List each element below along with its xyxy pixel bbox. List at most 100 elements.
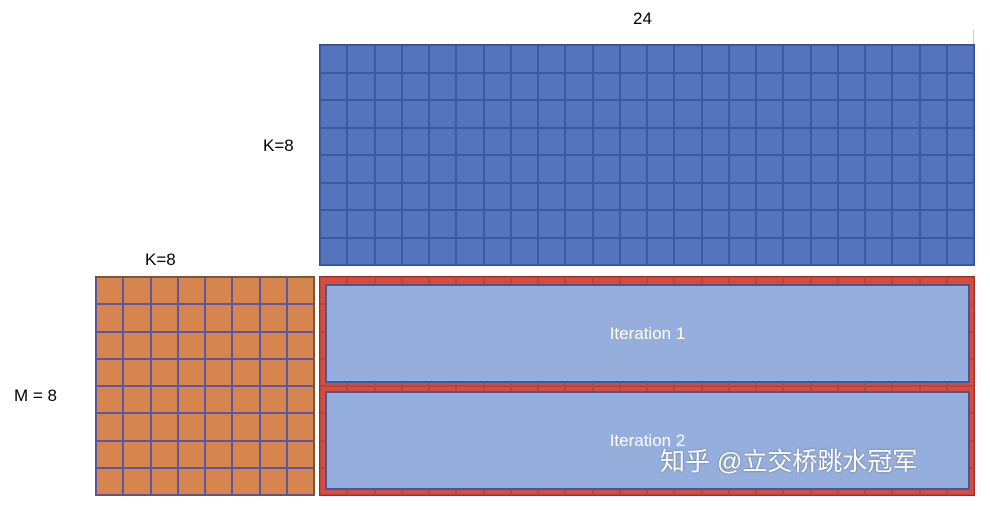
blue-matrix-cell (728, 72, 756, 100)
blue-matrix-cell (728, 182, 756, 210)
blue-matrix-cell (837, 100, 865, 128)
blue-matrix-cell (919, 182, 947, 210)
blue-matrix-cell (946, 182, 974, 210)
blue-matrix-cell (374, 155, 402, 183)
blue-matrix-cell (756, 210, 784, 238)
blue-matrix-cell (320, 45, 348, 73)
blue-matrix-cell (483, 210, 511, 238)
blue-matrix-cell (619, 72, 647, 100)
orange-matrix-cell (177, 358, 205, 386)
orange-matrix-cell (205, 386, 233, 414)
blue-matrix-cell (510, 45, 538, 73)
blue-matrix-cell (483, 237, 511, 265)
blue-matrix-cell (810, 182, 838, 210)
blue-matrix-cell (756, 72, 784, 100)
orange-matrix-cell (286, 440, 314, 468)
blue-matrix-cell (919, 237, 947, 265)
blue-matrix-cell (756, 45, 784, 73)
blue-matrix-cell (320, 210, 348, 238)
blue-matrix-cell (728, 100, 756, 128)
blue-matrix-cell (374, 127, 402, 155)
blue-matrix-cell (946, 155, 974, 183)
blue-matrix-cell (456, 237, 484, 265)
blue-matrix-cell (810, 45, 838, 73)
top-width-label: 24 (633, 9, 652, 28)
blue-matrix-cell (837, 237, 865, 265)
blue-matrix-cell (701, 237, 729, 265)
blue-matrix-cell (701, 182, 729, 210)
blue-matrix-cell (892, 155, 920, 183)
blue-matrix-cell (647, 155, 675, 183)
orange-matrix-cell (232, 304, 260, 332)
orange-matrix-cell (150, 304, 178, 332)
blue-matrix-cell (865, 127, 893, 155)
blue-matrix-cell (892, 45, 920, 73)
blue-matrix-cell (647, 72, 675, 100)
blue-matrix-cell (619, 100, 647, 128)
blue-matrix-cell (810, 127, 838, 155)
orange-matrix-cell (123, 440, 151, 468)
orange-matrix-cell (232, 467, 260, 495)
blue-matrix-cell (565, 127, 593, 155)
blue-matrix-cell (429, 237, 457, 265)
blue-matrix-cell (510, 237, 538, 265)
blue-matrix-cell (538, 210, 566, 238)
blue-matrix-cell (783, 127, 811, 155)
blue-matrix-cell (347, 45, 375, 73)
orange-matrix-cell (177, 440, 205, 468)
orange-matrix-cell (232, 386, 260, 414)
blue-matrix-cell (810, 100, 838, 128)
blue-matrix-cell (674, 45, 702, 73)
blue-matrix-cell (810, 237, 838, 265)
blue-matrix-cell (565, 237, 593, 265)
blue-matrix-cell (892, 237, 920, 265)
orange-matrix-cell (177, 331, 205, 359)
blue-matrix-cell (647, 100, 675, 128)
blue-matrix-cell (619, 182, 647, 210)
orange-matrix-cell (232, 358, 260, 386)
blue-matrix-cell (456, 100, 484, 128)
blue-matrix-cell (674, 182, 702, 210)
blue-matrix-cell (320, 155, 348, 183)
blue-matrix-cell (647, 127, 675, 155)
blue-matrix-cell (456, 155, 484, 183)
blue-matrix-cell (783, 182, 811, 210)
blue-matrix-cell (483, 182, 511, 210)
blue-matrix-cell (510, 182, 538, 210)
blue-matrix-cell (374, 182, 402, 210)
blue-matrix-cell (401, 210, 429, 238)
blue-matrix-cell (347, 72, 375, 100)
blue-matrix-cell (374, 72, 402, 100)
orange-matrix-cell (232, 440, 260, 468)
blue-matrix-cell (674, 237, 702, 265)
blue-matrix-cell (456, 127, 484, 155)
blue-matrix-cell (919, 100, 947, 128)
orange-matrix-cell (150, 386, 178, 414)
blue-matrix-cell (892, 210, 920, 238)
blue-matrix-cell (647, 210, 675, 238)
blue-matrix-cell (592, 237, 620, 265)
blue-matrix-cell (837, 127, 865, 155)
orange-matrix-cell (259, 440, 287, 468)
blue-matrix-cell (374, 100, 402, 128)
orange-matrix-cell (286, 358, 314, 386)
blue-matrix-cell (483, 127, 511, 155)
iteration-2-label: Iteration 2 (609, 430, 686, 450)
blue-matrix-cell (946, 100, 974, 128)
orange-matrix-cell (123, 413, 151, 441)
blue-matrix-cell (783, 155, 811, 183)
orange-matrix-cell (232, 331, 260, 359)
blue-matrix-cell (592, 127, 620, 155)
orange-matrix-cell (286, 331, 314, 359)
orange-matrix-cell (205, 358, 233, 386)
blue-matrix-cell (728, 210, 756, 238)
blue-matrix-cell (837, 210, 865, 238)
blue-matrix-cell (538, 45, 566, 73)
blue-matrix-cell (919, 45, 947, 73)
blue-matrix-cell (320, 182, 348, 210)
blue-matrix-cell (429, 72, 457, 100)
orange-matrix-cell (150, 358, 178, 386)
blue-matrix-cell (347, 155, 375, 183)
blue-matrix-cell (592, 100, 620, 128)
blue-matrix-cell (892, 182, 920, 210)
